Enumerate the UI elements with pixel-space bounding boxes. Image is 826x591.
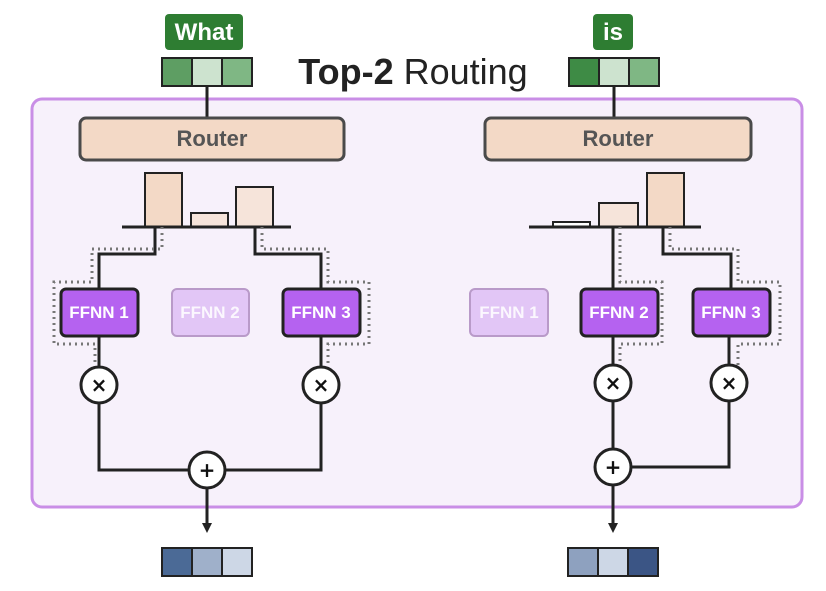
diagram-title: Top-2 Routing	[298, 51, 527, 92]
left-multiply-2-glyph: ×	[313, 373, 330, 397]
left-gate-bar-1	[144, 172, 183, 228]
right-input-cell-3	[628, 57, 660, 87]
right-token-label: is	[603, 19, 623, 46]
left-router-box	[78, 116, 346, 162]
right-multiply-2-glyph: ×	[721, 371, 738, 395]
right-expert-2-box	[579, 287, 660, 338]
right-expert-1-label: FFNN 1	[479, 303, 539, 322]
left-add-glyph: +	[199, 458, 216, 482]
title-rest: Routing	[394, 51, 528, 92]
left-route-line-1	[97, 227, 157, 290]
left-input-cell-3	[221, 57, 253, 87]
left-output-cell-3	[221, 547, 253, 577]
right-output-cell-2	[597, 547, 629, 577]
left-output-cell-1	[161, 547, 193, 577]
left-route-line-3	[253, 227, 323, 290]
right-expert-1-box	[469, 288, 549, 337]
left-expert-2-box	[171, 288, 250, 337]
left-token-label: What	[175, 19, 234, 46]
left-selection-path-3	[260, 227, 371, 367]
right-add-glyph: +	[605, 455, 622, 479]
right-expert-2-label: FFNN 2	[589, 303, 649, 322]
left-router-label: Router	[177, 126, 248, 151]
left-selection-path-1	[52, 227, 164, 367]
right-input-cell-2	[598, 57, 630, 87]
left-expert-1-label: FFNN 1	[69, 303, 129, 322]
right-selection-path-2	[618, 227, 664, 367]
right-gate-bar-2	[598, 202, 639, 228]
left-expert-3-label: FFNN 3	[291, 303, 351, 322]
right-token-tag	[593, 14, 633, 50]
right-combine-line-2	[632, 401, 731, 469]
title-bold: Top-2	[298, 51, 393, 92]
right-route-line-3	[661, 227, 733, 290]
right-router-box	[483, 116, 753, 162]
right-output-cell-3	[627, 547, 659, 577]
right-input-cell-1	[568, 57, 600, 87]
left-input-cell-1	[161, 57, 193, 87]
right-expert-3-box	[691, 287, 772, 338]
right-gate-bar-3	[646, 172, 685, 228]
left-branch: What Router FFNN 1 FFNN 2 FFNN 3 × ×	[52, 14, 371, 577]
right-expert-3-label: FFNN 3	[701, 303, 761, 322]
moe-panel	[30, 97, 804, 509]
left-combine-line-2	[226, 403, 323, 472]
left-gate-bar-3	[235, 186, 274, 228]
right-selection-path-3	[668, 227, 782, 367]
left-output-cell-2	[191, 547, 223, 577]
right-router-label: Router	[583, 126, 654, 151]
left-gate-bar-2	[190, 212, 229, 228]
left-multiply-1-glyph: ×	[91, 373, 108, 397]
right-branch: is Router FFNN 1 FFNN 2 FFNN 3 × ×	[469, 14, 782, 577]
left-token-tag	[165, 14, 243, 50]
left-combine-line-1	[97, 403, 188, 472]
right-multiply-1-glyph: ×	[605, 371, 622, 395]
right-output-cell-1	[567, 547, 599, 577]
left-expert-2-label: FFNN 2	[180, 303, 240, 322]
left-input-cell-2	[191, 57, 223, 87]
